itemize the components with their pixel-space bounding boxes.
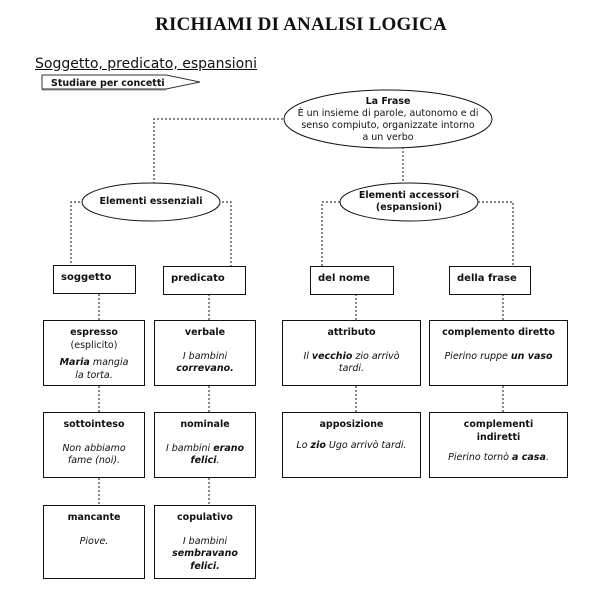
root-desc-line: senso compiuto, organizzate intorno bbox=[301, 120, 475, 131]
study-tag-label: Studiare per concetti bbox=[51, 78, 165, 89]
root-node: La Frase È un insieme di parole, autonom… bbox=[284, 96, 492, 144]
accessory-label: Elementi accessori bbox=[358, 190, 460, 201]
node-del-nome: del nome bbox=[310, 266, 394, 295]
ex-text: Ugo arrivò tardi. bbox=[325, 439, 407, 451]
connector-root-essential bbox=[153, 118, 283, 184]
connector-accessory-dellafrase bbox=[478, 201, 514, 266]
ex-bold: zio bbox=[310, 439, 326, 451]
ex-text: . bbox=[216, 455, 220, 466]
node-verbale: verbale I bambini correvano. bbox=[154, 320, 256, 386]
ex-text: mangia bbox=[89, 357, 129, 368]
ex-bold: vecchio bbox=[311, 350, 353, 362]
node-della-frase: della frase bbox=[449, 266, 531, 295]
node-copulativo: copulativo I bambini sembravano felici. bbox=[154, 505, 256, 579]
ex-bold: un vaso bbox=[510, 350, 553, 362]
node-mancante: mancante Piove. bbox=[43, 505, 145, 579]
root-oval bbox=[283, 89, 493, 149]
essential-oval bbox=[81, 182, 221, 222]
accessory-sublabel: (espansioni) bbox=[375, 202, 443, 213]
node-apposizione: apposizione Lo zio Ugo arrivò tardi. bbox=[282, 412, 421, 478]
ex-text: fame (noi). bbox=[67, 455, 121, 466]
root-desc-line: a un verbo bbox=[362, 132, 414, 143]
ex-bold: sembravano bbox=[172, 548, 238, 559]
ex-text: Pierino tornò bbox=[448, 452, 513, 463]
node-attributo: attributo Il vecchio zio arrivò tardi. bbox=[282, 320, 421, 386]
arrow-tag-shape bbox=[41, 74, 201, 91]
connector-essential-predicato bbox=[222, 201, 232, 266]
ex-text: I bambini bbox=[165, 442, 214, 454]
node-head: espresso bbox=[70, 327, 118, 338]
node-head: complementi bbox=[463, 419, 534, 430]
ex-bold: Maria bbox=[59, 357, 90, 368]
ex-bold: a casa bbox=[512, 452, 546, 463]
node-head: complemento diretto bbox=[442, 327, 555, 338]
essential-label: Elementi essenziali bbox=[99, 196, 203, 207]
node-nominale: nominale I bambini erano felici. bbox=[154, 412, 256, 478]
node-head: sottointeso bbox=[63, 419, 125, 430]
ex-text: Pierino ruppe bbox=[444, 350, 511, 362]
node-soggetto: soggetto bbox=[53, 265, 136, 294]
node-head: mancante bbox=[67, 512, 121, 523]
node-sottointeso: sottointeso Non abbiamo fame (noi). bbox=[43, 412, 145, 478]
node-head: verbale bbox=[184, 327, 226, 338]
ex-text: Piove. bbox=[79, 535, 109, 547]
ex-text: Non abbiamo bbox=[62, 442, 126, 454]
node-head: indiretti bbox=[476, 431, 521, 443]
ex-text: Il bbox=[303, 350, 312, 362]
node-complementi-indiretti: complementi indiretti Pierino tornò a ca… bbox=[429, 412, 568, 478]
ex-bold: felici. bbox=[190, 560, 220, 572]
ex-text: la torta. bbox=[75, 369, 113, 381]
node-predicato: predicato bbox=[163, 266, 246, 295]
ex-text: I bambini bbox=[182, 535, 228, 547]
node-head: nominale bbox=[180, 419, 230, 430]
root-desc-line: È un insieme di parole, autonomo e di bbox=[297, 108, 479, 119]
ex-text: tardi. bbox=[338, 363, 365, 374]
node-espresso: espresso (esplicito) Maria mangia la tor… bbox=[43, 320, 145, 386]
accessory-oval bbox=[339, 182, 479, 222]
node-head: attributo bbox=[327, 327, 376, 338]
node-head: apposizione bbox=[319, 419, 384, 430]
page-title: RICHIAMI DI ANALISI LOGICA bbox=[155, 14, 447, 35]
ex-text: Lo bbox=[296, 439, 311, 451]
ex-text: zio arrivò bbox=[352, 350, 400, 362]
root-title: La Frase bbox=[365, 96, 411, 107]
ex-bold: felici bbox=[190, 455, 217, 466]
accessory-node: Elementi accessori (espansioni) bbox=[340, 190, 478, 214]
ex-text: . bbox=[545, 452, 549, 463]
ex-bold: erano bbox=[213, 442, 245, 454]
node-complemento-diretto: complemento diretto Pierino ruppe un vas… bbox=[429, 320, 568, 386]
study-tag-arrow: Studiare per concetti bbox=[38, 73, 203, 97]
section-subtitle: Soggetto, predicato, espansioni bbox=[35, 56, 257, 72]
connector-accessory-delnome bbox=[321, 201, 340, 266]
ex-bold: correvano. bbox=[176, 363, 234, 374]
ex-text: I bambini bbox=[182, 350, 228, 362]
connector-essential-soggetto bbox=[70, 201, 80, 266]
node-sub: (esplicito) bbox=[70, 339, 118, 351]
node-head: copulativo bbox=[177, 512, 233, 523]
